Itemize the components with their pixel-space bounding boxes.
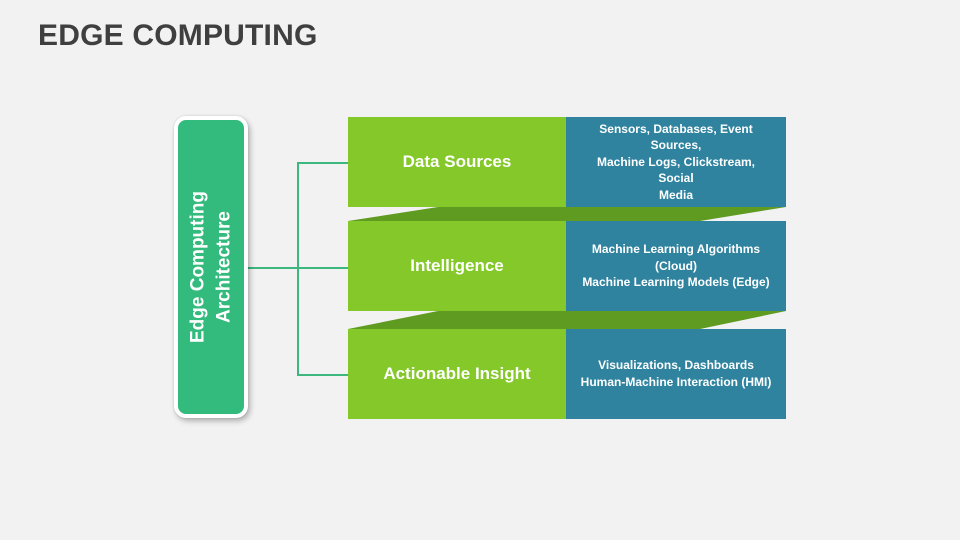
connector-bottom-branch-line <box>297 374 348 376</box>
row-actionable-insight: Actionable Insight Visualizations, Dashb… <box>348 329 786 419</box>
architecture-node: Edge Computing Architecture <box>174 116 248 418</box>
row-data-sources-label: Data Sources <box>348 117 566 207</box>
row-intelligence-label: Intelligence <box>348 221 566 311</box>
connector-vertical-line <box>297 162 299 375</box>
row-data-sources: Data Sources Sensors, Databases, Event S… <box>348 117 786 207</box>
row-intelligence-description: Machine Learning Algorithms (Cloud) Mach… <box>566 221 786 311</box>
slide-title: EDGE COMPUTING <box>38 19 318 52</box>
row-actionable-insight-label: Actionable Insight <box>348 329 566 419</box>
connector-middle-branch-line <box>248 267 348 269</box>
architecture-node-label: Edge Computing Architecture <box>187 191 234 343</box>
fold-band-1 <box>348 207 786 221</box>
fold-band-2 <box>348 311 786 329</box>
row-actionable-insight-description: Visualizations, Dashboards Human-Machine… <box>566 329 786 419</box>
row-data-sources-description: Sensors, Databases, Event Sources, Machi… <box>566 117 786 207</box>
connector-top-branch-line <box>297 162 348 164</box>
row-intelligence: Intelligence Machine Learning Algorithms… <box>348 221 786 311</box>
